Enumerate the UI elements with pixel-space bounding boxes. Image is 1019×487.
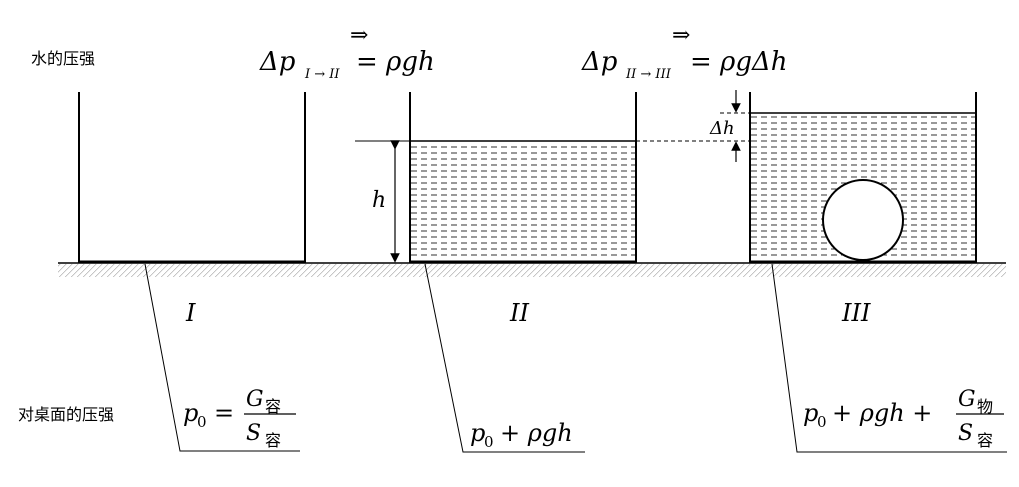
table-pressure-label: 对桌面的压强 <box>18 405 114 424</box>
svg-text:物: 物 <box>977 397 993 416</box>
svg-text:0: 0 <box>197 413 207 431</box>
transition-1-delta: Δp <box>259 47 296 77</box>
h-label: h <box>372 188 386 213</box>
container-label-I: I <box>185 299 196 327</box>
svg-text:0: 0 <box>817 413 827 431</box>
svg-text:S: S <box>958 421 973 446</box>
transition-1-sub: I → II <box>304 67 340 82</box>
arrow-symbol-1: ⇒ <box>350 23 368 48</box>
container-label-II: II <box>509 299 529 327</box>
transition-2-delta: Δp <box>581 47 618 77</box>
container-II <box>409 92 637 264</box>
water-II <box>410 141 636 261</box>
svg-text:容: 容 <box>977 431 993 450</box>
formula-III: p 0 + ρgh + G 物 S 容 <box>803 387 1004 450</box>
svg-text:p: p <box>470 419 485 447</box>
container-III <box>749 92 977 264</box>
formula-II: p 0 + ρgh <box>470 419 573 451</box>
water-pressure-label: 水的压强 <box>31 49 95 68</box>
svg-text:G: G <box>246 387 264 412</box>
svg-text:G: G <box>958 387 976 412</box>
svg-text:=: = <box>214 399 234 427</box>
delta-h-label: Δh <box>709 118 735 139</box>
svg-text:0: 0 <box>484 433 494 451</box>
svg-text:p: p <box>803 399 818 427</box>
formula-I: p 0 = G 容 S 容 <box>183 387 296 450</box>
svg-text:+ ρgh: + ρgh <box>500 419 573 447</box>
container-label-III: III <box>841 299 871 327</box>
svg-text:S: S <box>246 421 261 446</box>
svg-text:+ ρgh +: + ρgh + <box>832 399 932 427</box>
transition-2-sub: II → III <box>625 67 672 82</box>
svg-text:容: 容 <box>265 431 281 450</box>
h-dimension <box>355 140 410 263</box>
svg-text:容: 容 <box>265 397 281 416</box>
arrow-symbol-2: ⇒ <box>672 23 690 48</box>
transition-2-rhs: = ρgΔh <box>690 47 788 77</box>
delta-h-dimension <box>636 90 750 162</box>
container-I <box>78 92 306 264</box>
transition-1-rhs: = ρgh <box>356 47 435 77</box>
immersed-ball <box>822 179 904 261</box>
svg-text:p: p <box>183 399 198 427</box>
leader-lines <box>144 263 1007 453</box>
table-hatch <box>58 264 1006 277</box>
